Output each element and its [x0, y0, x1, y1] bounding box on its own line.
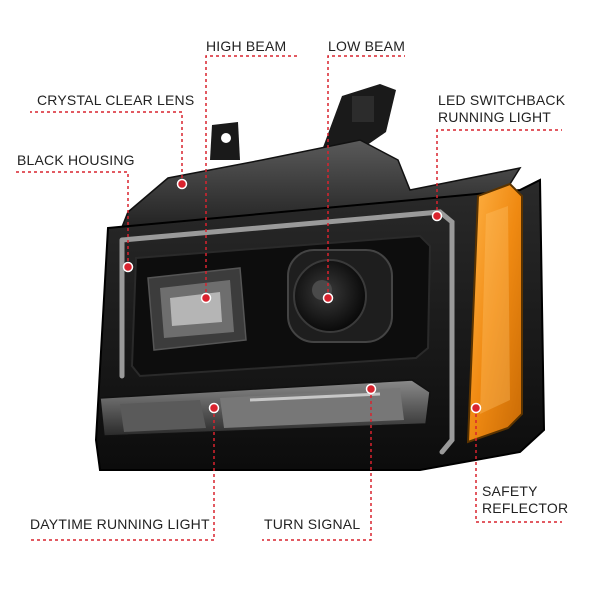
amber-reflector [466, 182, 523, 444]
callout-line-turn-signal [262, 389, 372, 541]
label-safety-reflector-line2: REFLECTOR [482, 500, 569, 516]
callout-dot-crystal-lens [176, 178, 188, 190]
callout-line-high-beam [205, 55, 300, 298]
mounting-bracket-left [210, 122, 240, 160]
label-led-switchback-line2: RUNNING LIGHT [438, 109, 552, 125]
label-low-beam: LOW BEAM [328, 38, 406, 54]
label-safety-reflector-line1: SAFETY [482, 483, 538, 499]
callout-line-black-housing [16, 171, 129, 267]
callout-line-led-switchback [436, 129, 562, 216]
low-beam-projector [287, 249, 393, 343]
mounting-bracket-right [322, 84, 396, 150]
label-turn-signal: TURN SIGNAL [264, 516, 361, 532]
callout-dots [122, 178, 482, 414]
callout-dot-safety-reflector [470, 402, 482, 414]
callout-line-safety-reflector [475, 408, 562, 523]
label-daytime-running-light: DAYTIME RUNNING LIGHT [30, 516, 210, 532]
callout-dot-drl [208, 402, 220, 414]
callout-dot-turn-signal [365, 383, 377, 395]
label-high-beam: HIGH BEAM [206, 38, 287, 54]
label-black-housing: BLACK HOUSING [17, 152, 135, 168]
callout-line-low-beam [327, 55, 405, 298]
callout-dot-high-beam [200, 292, 212, 304]
callout-lines [16, 55, 562, 541]
callout-dot-led-switchback [431, 210, 443, 222]
callout-dot-low-beam [322, 292, 334, 304]
label-crystal-clear-lens: CRYSTAL CLEAR LENS [37, 92, 195, 108]
led-light-bar [119, 209, 455, 455]
callout-line-crystal-lens [30, 111, 183, 184]
label-led-switchback-line1: LED SWITCHBACK [438, 92, 566, 108]
callout-dot-black-housing [122, 261, 134, 273]
callout-line-drl [30, 408, 215, 541]
